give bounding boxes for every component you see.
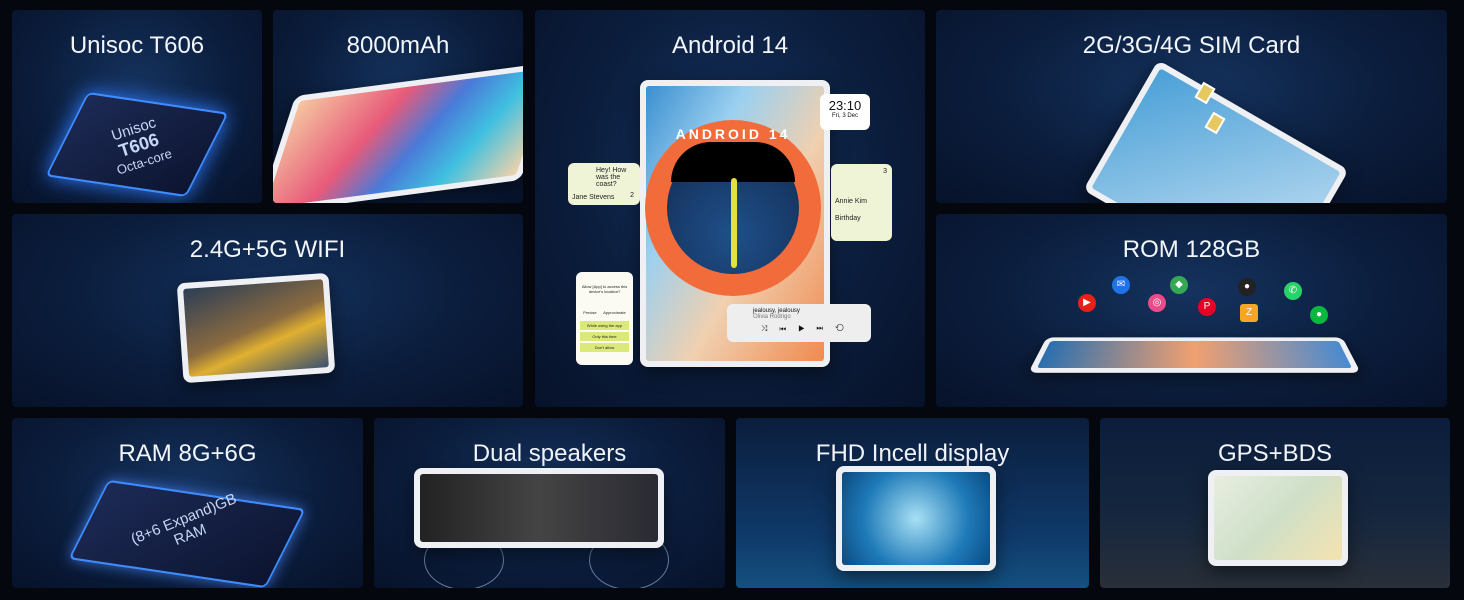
message-text: Hey! How was the coast?	[596, 167, 627, 188]
contact-widget: Annie Kim Birthday 3	[831, 164, 892, 241]
tablet-image	[1208, 470, 1348, 566]
clock-widget: 23:10 Fri, 3 Dec	[820, 94, 870, 130]
precise-option[interactable]: Precise	[583, 310, 597, 315]
android-14-badge: ANDROID 14	[645, 120, 821, 296]
tablet-image	[273, 61, 523, 203]
wechat-icon: ●	[1310, 306, 1328, 324]
contact-event: Birthday	[835, 215, 861, 222]
tile-gps: GPS+BDS	[1100, 418, 1450, 588]
tile-rom: ROM 128GB ▶ ✉ ◎ ◆ P ● Z ✆ ●	[936, 214, 1447, 407]
music-player-widget: jealousy, jealousy Olivia Rodrigo ⤨⏮▶⏭⟲	[727, 304, 871, 342]
pinterest-icon: P	[1198, 298, 1216, 316]
tile-title: Unisoc T606	[69, 32, 205, 59]
tile-title: ROM 128GB	[1122, 236, 1261, 263]
badge-text: ANDROID 14	[675, 126, 791, 142]
tile-title: Dual speakers	[472, 440, 627, 467]
permission-text: Allow [App] to access this device's loca…	[581, 284, 628, 294]
tablet-image	[836, 466, 996, 571]
playback-controls[interactable]: ⤨⏮▶⏭⟲	[761, 324, 856, 333]
clock-date: Fri, 3 Dec	[831, 113, 858, 119]
youtube-icon: ▶	[1078, 294, 1096, 312]
tile-cpu: Unisoc T606 Unisoc T606 Octa-core	[12, 10, 262, 203]
dribbble-icon: ◎	[1148, 294, 1166, 312]
song-artist: Olivia Rodrigo	[753, 314, 791, 320]
clock-time: 23:10	[828, 98, 862, 113]
message-widget: Hey! How was the coast? Jane Stevens 2	[568, 163, 640, 205]
tile-title: GPS+BDS	[1217, 440, 1333, 467]
tile-battery: 8000mAh	[273, 10, 523, 203]
whatsapp-icon: ✆	[1284, 282, 1302, 300]
tile-ram: RAM 8G+6G (8+6 Expand)GB RAM	[12, 418, 363, 588]
mail-icon: ✉	[1112, 276, 1130, 294]
tile-title: 2.4G+5G WIFI	[189, 236, 346, 263]
tile-title: Android 14	[671, 32, 789, 59]
while-using-button[interactable]: While using the app	[580, 321, 629, 330]
contact-count: 3	[883, 168, 887, 175]
maps-icon: ◆	[1170, 276, 1188, 294]
tile-title: 2G/3G/4G SIM Card	[1082, 32, 1301, 59]
tablet-image	[176, 272, 336, 384]
tile-title: RAM 8G+6G	[118, 440, 257, 467]
tile-android: Android 14 ANDROID 14 23:10 Fri, 3 Dec H…	[535, 10, 925, 407]
zhihu-icon: Z	[1240, 304, 1258, 322]
tablet-image	[1028, 337, 1361, 373]
contact-name: Annie Kim	[835, 198, 867, 205]
tile-speakers: Dual speakers	[374, 418, 725, 588]
message-count: 2	[630, 192, 634, 199]
dont-allow-button[interactable]: Don't allow	[580, 343, 629, 352]
tile-wifi: 2.4G+5G WIFI	[12, 214, 523, 407]
flickr-icon: ●	[1238, 278, 1256, 296]
tile-display: FHD Incell display	[736, 418, 1089, 588]
tile-sim: 2G/3G/4G SIM Card	[936, 10, 1447, 203]
tile-title: 8000mAh	[346, 32, 450, 59]
tile-title: FHD Incell display	[815, 440, 1010, 467]
song-title: jealousy, jealousy	[753, 308, 800, 314]
only-this-time-button[interactable]: Only this time	[580, 332, 629, 341]
location-permission-dialog: Allow [App] to access this device's loca…	[576, 272, 633, 365]
tablet-image	[414, 468, 664, 548]
message-sender: Jane Stevens	[572, 194, 615, 201]
approximate-option[interactable]: Approximate	[603, 310, 626, 315]
